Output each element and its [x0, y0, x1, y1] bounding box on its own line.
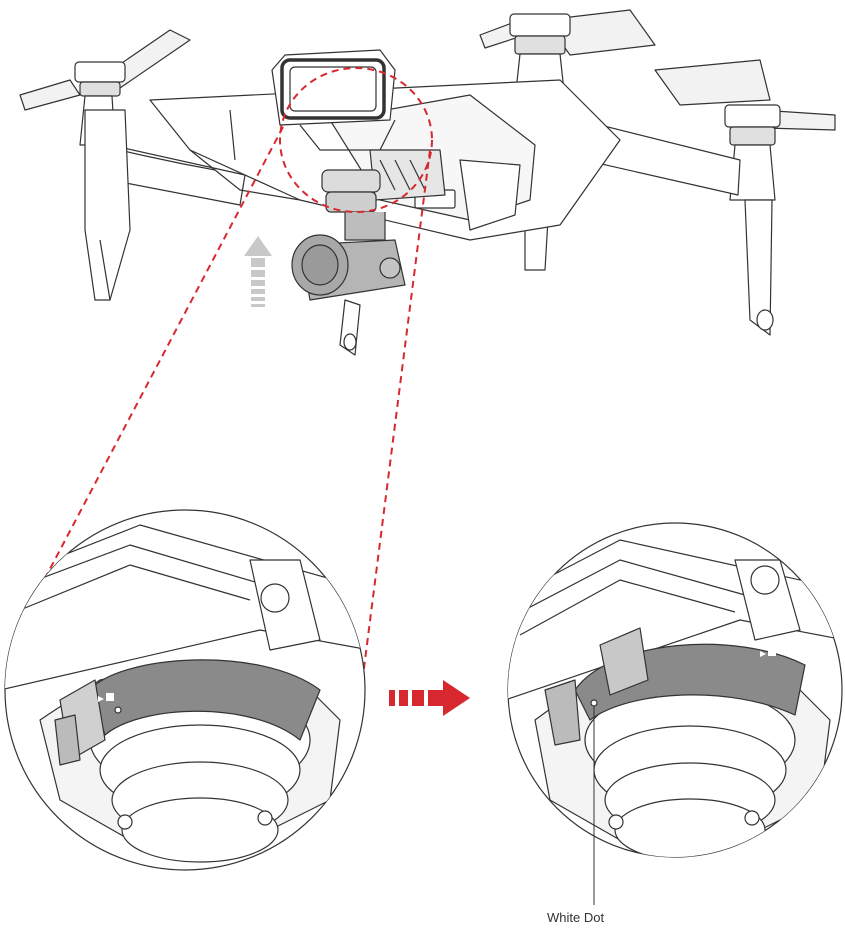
- front-sensor-housing: [271, 49, 396, 151]
- zoom-ellipse: [279, 67, 433, 213]
- gimbal-mount-area: [369, 149, 446, 201]
- gimbal-camera: [291, 169, 406, 356]
- detail-before: [4, 509, 366, 871]
- detail-after: [507, 522, 843, 858]
- arm-front-left: [84, 109, 246, 301]
- zoom-callout: [21, 67, 433, 716]
- white-dot-label: White Dot: [547, 910, 605, 925]
- propeller-right-front: [654, 59, 836, 336]
- drone-illustration: [19, 9, 836, 356]
- arrow-up-icon: [244, 236, 272, 307]
- locking-slider-before: [89, 659, 321, 741]
- leader-line-left: [21, 126, 284, 623]
- arrow-right-icon: [389, 680, 470, 716]
- leader-line-right: [357, 149, 431, 716]
